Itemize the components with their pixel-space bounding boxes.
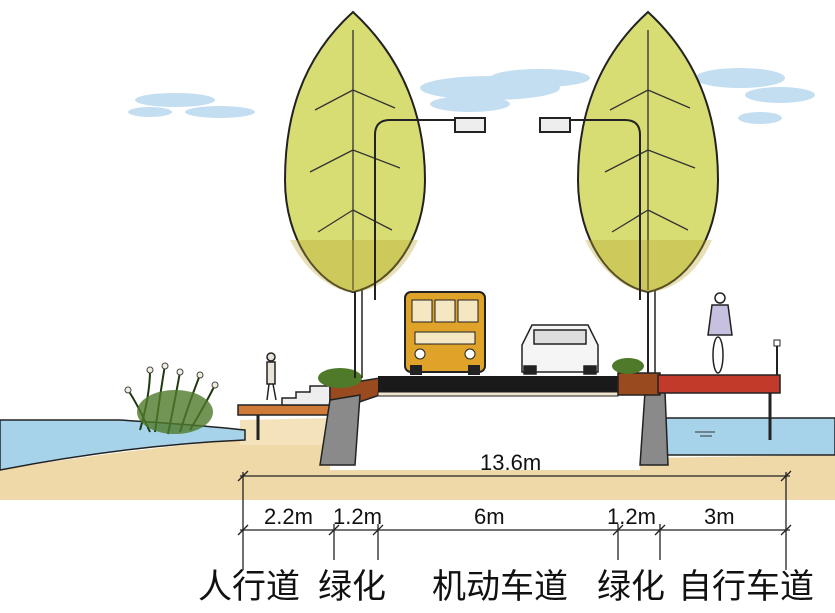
zone-label-sidewalk: 人行道 [198, 567, 300, 607]
segment-width-green-left: 1.2m [333, 504, 382, 529]
street-lamp-right [539, 117, 641, 300]
cyclist-figure [707, 292, 733, 374]
segment-width-green-right: 1.2m [607, 504, 656, 529]
zone-label-bike-lane: 自行车道 [678, 567, 814, 607]
right-planting-strip [617, 372, 661, 396]
zone-label-green-left: 绿化 [318, 567, 386, 607]
total-width-label: 13.6m [480, 450, 542, 475]
segment-width-bike-lane: 3m [704, 504, 735, 529]
cloud-middle [420, 69, 590, 112]
zone-label-motor-lane: 机动车道 [432, 567, 568, 607]
motor-lane-road [378, 376, 618, 392]
cloud-left [128, 93, 255, 118]
street-lamp-left [374, 117, 486, 300]
zone-label-green-right: 绿化 [597, 567, 665, 607]
tree-right [576, 10, 720, 373]
sand-bank [0, 440, 835, 500]
tree-left [283, 10, 427, 378]
segment-width-motor-lane: 6m [474, 504, 505, 529]
bike-lane-deck [657, 374, 781, 394]
cloud-right [695, 68, 815, 124]
steps [281, 385, 331, 406]
bus-vehicle [404, 291, 486, 375]
segment-width-sidewalk: 2.2m [264, 504, 313, 529]
dimension-lines [237, 470, 792, 570]
pier-left [319, 394, 361, 466]
water-right [664, 417, 835, 456]
pedestrian-deck [237, 404, 331, 416]
car-vehicle [521, 324, 599, 375]
pier-right [639, 391, 669, 466]
sand-strip [240, 418, 330, 445]
pedestrian-figure [266, 352, 277, 401]
